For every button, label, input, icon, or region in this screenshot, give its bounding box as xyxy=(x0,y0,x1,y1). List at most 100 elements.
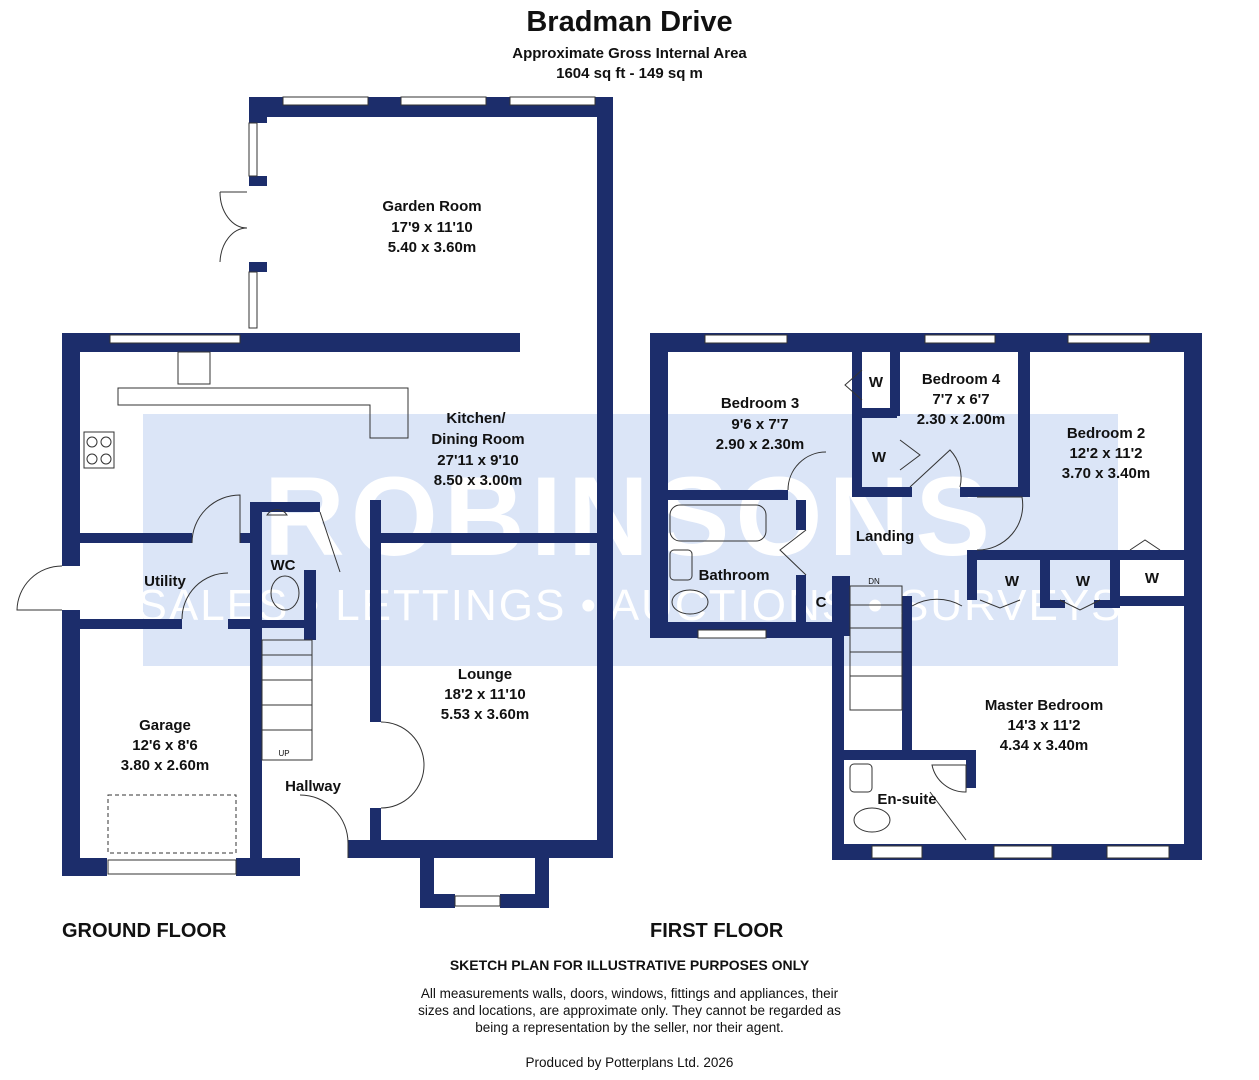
door-arc xyxy=(181,572,229,620)
wall xyxy=(250,620,316,628)
wall xyxy=(852,408,897,418)
wall xyxy=(960,487,1028,497)
room-name: Landing xyxy=(856,528,914,545)
room-name: Garage xyxy=(139,717,191,734)
wall xyxy=(967,550,977,600)
cupboard-label: C xyxy=(816,594,827,611)
produced-by: Produced by Potterplans Ltd. 2026 xyxy=(525,1055,734,1070)
door-arc xyxy=(16,565,63,611)
disclaimer: All measurements walls, doors, windows, … xyxy=(0,985,1259,1036)
room-dimensions: 3.80 x 2.60m xyxy=(121,757,209,774)
room-labels: Garden Room 17'9 x 11'10 5.40 x 3.60m Ki… xyxy=(121,198,1160,808)
room-dimensions: 2.30 x 2.00m xyxy=(917,411,1005,428)
garage-door-outline xyxy=(107,794,237,854)
door-arc xyxy=(911,598,963,607)
room-dimensions: 3.70 x 3.40m xyxy=(1062,465,1150,482)
wall xyxy=(650,333,668,638)
wardrobe-label: W xyxy=(872,449,887,466)
wall xyxy=(1110,596,1202,606)
ground-floor-label: GROUND FLOOR xyxy=(62,920,227,942)
wall xyxy=(228,619,258,629)
disclaimer-line: All measurements walls, doors, windows, … xyxy=(420,986,839,1001)
door-leaf xyxy=(1129,539,1161,551)
room-name: Utility xyxy=(144,573,186,590)
room-name: Hallway xyxy=(285,778,342,795)
wall xyxy=(348,840,613,858)
wall xyxy=(62,333,80,566)
door-arc xyxy=(219,191,248,263)
wall xyxy=(967,550,1184,560)
stairs-label: UP xyxy=(278,749,289,758)
wall xyxy=(249,97,267,123)
wall xyxy=(1018,352,1030,497)
door-arc xyxy=(299,794,349,858)
toilet-icon xyxy=(270,575,300,611)
room-dimensions: 9'6 x 7'7 xyxy=(731,416,788,433)
room-name: Bedroom 2 xyxy=(1067,425,1145,442)
wall xyxy=(240,533,252,543)
room-name: Bedroom 3 xyxy=(721,395,799,412)
door-arc xyxy=(787,451,827,491)
wall xyxy=(370,533,605,543)
wall xyxy=(250,502,320,512)
room-dimensions: 4.34 x 3.40m xyxy=(1000,737,1088,754)
wall xyxy=(62,858,107,876)
room-dimensions: 12'6 x 8'6 xyxy=(132,737,198,754)
hob-icon xyxy=(83,431,115,469)
agency-watermark: ROBINSONS SALES • LETTINGS • AUCTIONS • … xyxy=(138,414,1120,666)
wardrobe-label: W xyxy=(1145,570,1160,587)
wall xyxy=(370,500,381,722)
wardrobe-label: W xyxy=(1005,573,1020,590)
disclaimer-line: being a representation by the seller, no… xyxy=(475,1020,784,1035)
wall xyxy=(1110,550,1120,606)
wall xyxy=(62,533,192,543)
first-windows xyxy=(697,334,1170,859)
room-name: Dining Room xyxy=(431,431,524,448)
room-dimensions: 8.50 x 3.00m xyxy=(434,472,522,489)
room-dimensions: 27'11 x 9'10 xyxy=(437,452,518,469)
wall xyxy=(62,610,80,876)
kitchen-worktop xyxy=(117,387,409,439)
door-arc xyxy=(909,449,962,488)
disclaimer-line: sizes and locations, are approximate onl… xyxy=(418,1003,841,1018)
door-leaf xyxy=(899,439,921,471)
room-dimensions: 2.90 x 2.30m xyxy=(716,436,804,453)
door-leaf xyxy=(979,599,1021,609)
wall xyxy=(966,750,976,788)
wall xyxy=(852,352,862,497)
ground-windows xyxy=(107,96,596,907)
wall xyxy=(902,596,912,750)
staircase xyxy=(849,585,903,711)
basin-icon xyxy=(669,549,693,581)
wall xyxy=(838,576,850,636)
wall xyxy=(852,487,912,497)
first-fittings xyxy=(669,369,1161,841)
first-floor-label: FIRST FLOOR xyxy=(650,920,784,942)
bath-icon xyxy=(669,504,767,542)
watermark-brand: ROBINSONS xyxy=(264,454,996,579)
room-name: Bathroom xyxy=(699,567,770,584)
wall xyxy=(62,619,182,629)
wall xyxy=(500,894,549,908)
wall xyxy=(668,490,788,500)
wardrobe-label: W xyxy=(1076,573,1091,590)
room-dimensions: 5.53 x 3.60m xyxy=(441,706,529,723)
room-dimensions: 12'2 x 11'2 xyxy=(1069,445,1142,462)
room-dimensions: 18'2 x 11'10 xyxy=(444,686,525,703)
room-name: Bedroom 4 xyxy=(922,371,1001,388)
wardrobe-label: W xyxy=(869,374,884,391)
door-leaf xyxy=(779,529,807,576)
wall xyxy=(1040,550,1050,606)
wall xyxy=(1040,600,1065,608)
wall xyxy=(250,858,300,876)
door-leaf xyxy=(1059,599,1101,611)
room-dimensions: 14'3 x 11'2 xyxy=(1007,717,1080,734)
ground-fittings xyxy=(16,191,425,858)
room-dimensions: 7'7 x 6'7 xyxy=(932,391,989,408)
room-name: WC xyxy=(271,557,296,574)
room-dimensions: 5.40 x 3.60m xyxy=(388,239,476,256)
door-arc xyxy=(191,494,241,544)
basin-icon xyxy=(849,763,873,793)
wall xyxy=(250,502,262,876)
wall xyxy=(304,570,316,640)
